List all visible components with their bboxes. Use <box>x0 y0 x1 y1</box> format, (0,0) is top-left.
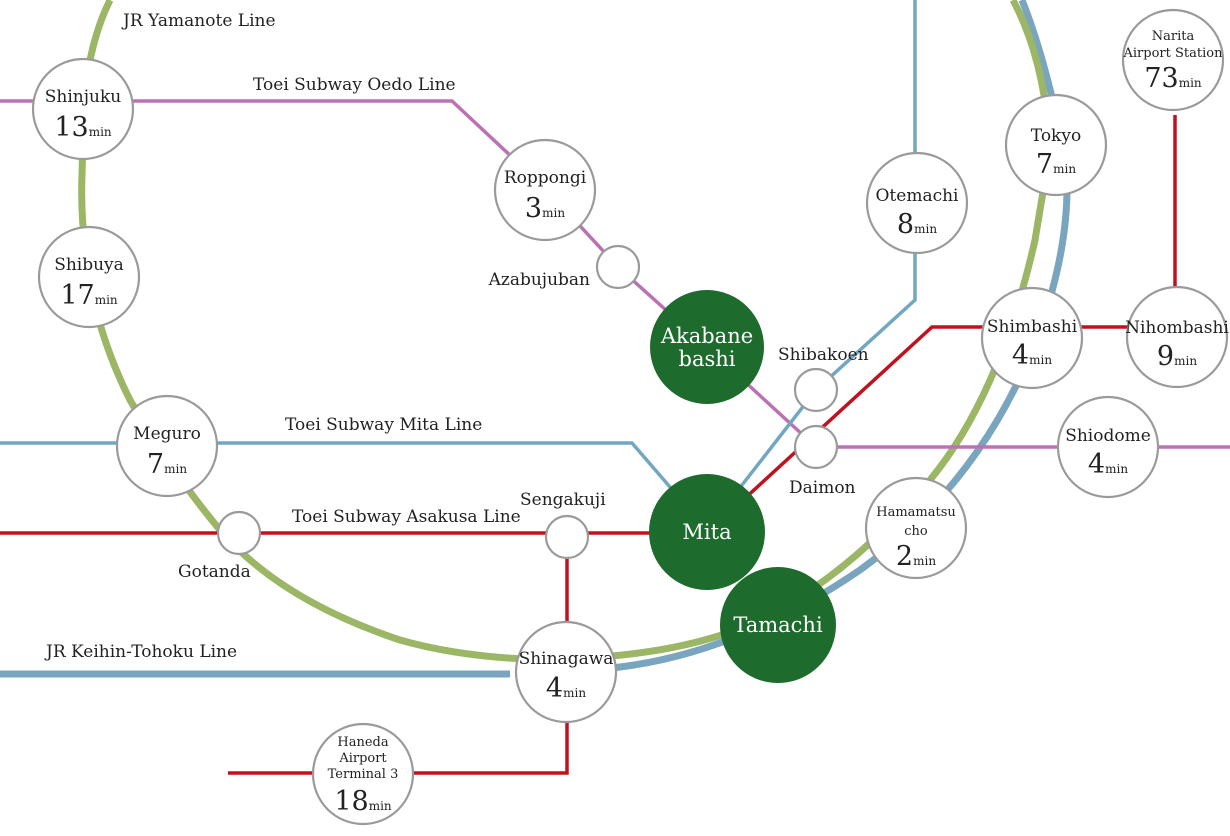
station-shibakoen-name: Shibakoen <box>778 345 869 365</box>
station-azabujuban-name: Azabujuban <box>488 270 590 290</box>
station-gotanda[interactable]: Gotanda <box>178 510 262 582</box>
station-meguro-name: Meguro <box>133 424 201 444</box>
station-shinagawa[interactable]: Shinagawa 4min <box>514 620 618 724</box>
station-hamamatsucho-time: 2min <box>896 541 936 572</box>
station-roppongi-name: Roppongi <box>504 168 587 188</box>
station-gotanda-name: Gotanda <box>178 562 251 582</box>
station-roppongi-time: 3min <box>525 193 565 224</box>
station-haneda-name-line3: Terminal 3 <box>328 767 399 782</box>
hub-station-tamachi[interactable]: Tamachi <box>720 567 836 683</box>
mita-line-label: Toei Subway Mita Line <box>285 415 482 435</box>
station-shinjuku-time: 13min <box>54 112 112 143</box>
station-shimbashi-time: 4min <box>1012 340 1052 371</box>
station-hamamatsucho-name-line1: Hamamatsu <box>876 505 956 520</box>
station-tokyo[interactable]: Tokyo 7min <box>1004 93 1108 197</box>
station-otemachi[interactable]: Otemachi 8min <box>865 151 969 255</box>
station-haneda-name-line1: Haneda <box>337 735 388 750</box>
station-haneda-time: 18min <box>334 786 392 817</box>
yamanote-line-label: JR Yamanote Line <box>121 11 276 31</box>
station-shinjuku[interactable]: Shinjuku 13min <box>31 57 135 161</box>
station-otemachi-time: 8min <box>897 209 937 240</box>
station-shimbashi[interactable]: Shimbashi 4min <box>980 286 1084 390</box>
station-azabujuban[interactable]: Azabujuban <box>488 244 641 290</box>
station-shibuya-time: 17min <box>60 280 118 311</box>
station-meguro-time: 7min <box>147 449 187 480</box>
station-shibuya-name: Shibuya <box>54 255 124 275</box>
keihin-tohoku-line-label: JR Keihin-Tohoku Line <box>44 642 237 662</box>
hub-station-mita[interactable]: Mita <box>649 474 765 590</box>
station-narita-name-line1: Narita <box>1152 29 1195 44</box>
station-roppongi[interactable]: Roppongi 3min <box>493 138 597 242</box>
station-nihombashi-name: Nihombashi <box>1125 318 1229 338</box>
station-shibakoen[interactable]: Shibakoen <box>778 345 869 413</box>
station-nihombashi[interactable]: Nihombashi 9min <box>1125 285 1229 389</box>
station-hamamatsucho[interactable]: Hamamatsu cho 2min <box>864 476 968 580</box>
station-meguro[interactable]: Meguro 7min <box>115 394 219 498</box>
hub-station-akabanebashi[interactable]: Akabane bashi <box>650 290 764 404</box>
station-narita-airport[interactable]: Narita Airport Station 73min <box>1121 8 1225 112</box>
hub-mita-name: Mita <box>682 520 731 544</box>
station-shiodome[interactable]: Shiodome 4min <box>1056 395 1160 499</box>
oedo-line-label: Toei Subway Oedo Line <box>253 75 456 95</box>
station-sengakuji-name: Sengakuji <box>520 490 606 510</box>
station-haneda-name-line2: Airport <box>338 751 387 766</box>
station-tokyo-name: Tokyo <box>1031 126 1081 146</box>
station-shinjuku-name: Shinjuku <box>45 87 122 107</box>
station-shinagawa-name: Shinagawa <box>519 649 614 669</box>
station-shiodome-time: 4min <box>1088 449 1128 480</box>
asakusa-line-label: Toei Subway Asakusa Line <box>292 507 521 527</box>
station-shibuya[interactable]: Shibuya 17min <box>37 225 141 329</box>
hub-akabanebashi-name-line2: bashi <box>679 347 736 371</box>
station-otemachi-name: Otemachi <box>876 186 960 206</box>
station-daimon[interactable]: Daimon <box>789 424 856 498</box>
station-shimbashi-name: Shimbashi <box>987 317 1078 337</box>
station-shinagawa-time: 4min <box>546 673 586 704</box>
hub-akabanebashi-name-line1: Akabane <box>660 324 753 348</box>
hub-tamachi-name: Tamachi <box>733 613 823 637</box>
station-nihombashi-time: 9min <box>1157 341 1197 372</box>
station-daimon-name: Daimon <box>789 478 856 498</box>
station-narita-time: 73min <box>1144 63 1202 94</box>
station-haneda-airport[interactable]: Haneda Airport Terminal 3 18min <box>311 722 415 826</box>
station-shiodome-name: Shiodome <box>1065 426 1151 446</box>
asakusa-line <box>0 115 1177 535</box>
station-tokyo-time: 7min <box>1036 149 1076 180</box>
station-hamamatsucho-name-line2: cho <box>904 524 928 539</box>
station-narita-name-line2: Airport Station <box>1123 46 1224 61</box>
station-sengakuji[interactable]: Sengakuji <box>520 490 606 560</box>
